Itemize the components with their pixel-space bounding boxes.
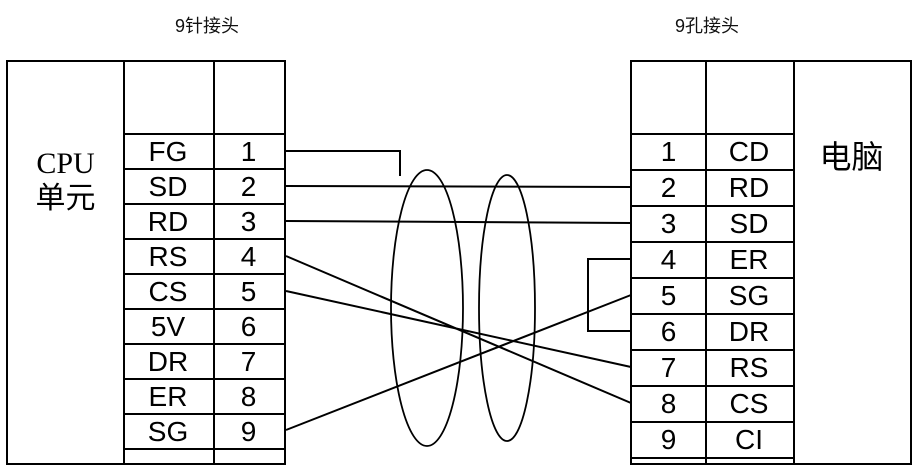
wire-rs-to-cs <box>285 255 632 404</box>
signal-name: CD <box>728 136 770 167</box>
signal-name: DR <box>728 316 770 347</box>
signal-name: SG <box>728 280 770 311</box>
pin-number: 8 <box>660 388 677 419</box>
signal-name: 5V <box>150 310 186 342</box>
signal-name: DR <box>147 345 189 377</box>
pin-number: 7 <box>660 352 677 383</box>
table-row: 9 CI <box>632 421 793 457</box>
table-row: 3 SD <box>632 205 793 241</box>
table-row: RS 4 <box>123 238 284 273</box>
signal-name: SG <box>147 415 189 447</box>
wire-sg-to-sg <box>285 294 632 431</box>
table-row: ER 8 <box>123 378 284 413</box>
pin-number: 9 <box>660 424 677 455</box>
wire-cs-to-rs <box>285 290 632 368</box>
pin-number: 8 <box>240 380 257 412</box>
signal-name: ER <box>729 244 769 275</box>
cpu-unit-block: CPU 单元 FG 1 SD 2 RD 3 RS 4 CS 5 <box>6 60 286 465</box>
signal-name: ER <box>148 380 188 412</box>
jumper-er-dr <box>587 258 631 332</box>
table-row: FG 1 <box>123 133 284 168</box>
cpu-unit-label: CPU 单元 <box>35 147 96 215</box>
signal-name: SD <box>148 170 188 202</box>
table-row: RD 3 <box>123 203 284 238</box>
pin-number: 3 <box>240 205 257 237</box>
pin-number: 4 <box>240 240 257 272</box>
signal-name: CS <box>148 275 188 307</box>
table-row: CS 5 <box>123 273 284 308</box>
signal-name: RS <box>148 240 188 272</box>
cable-shield-ellipse-left <box>390 169 464 447</box>
right-pin-table: 1 CD 2 RD 3 SD 4 ER 5 SG 6 DR <box>632 133 793 459</box>
pin-number: 3 <box>660 208 677 239</box>
signal-name: RD <box>147 205 189 237</box>
signal-name: FG <box>148 135 188 167</box>
table-row: 4 ER <box>632 241 793 277</box>
table-row: 2 RD <box>632 169 793 205</box>
signal-name: CS <box>729 388 769 419</box>
wire-fg-to-shield <box>286 150 401 176</box>
column-divider <box>793 62 795 463</box>
column-divider <box>705 62 707 463</box>
wire-rd-to-sd <box>285 220 632 224</box>
pin-number: 2 <box>660 172 677 203</box>
pin-number: 7 <box>240 345 257 377</box>
table-row: 8 CS <box>632 385 793 421</box>
pin-number: 1 <box>240 135 257 167</box>
table-row: 5V 6 <box>123 308 284 343</box>
table-row: 7 RS <box>632 349 793 385</box>
table-row: 6 DR <box>632 313 793 349</box>
table-row: 1 CD <box>632 133 793 169</box>
signal-name: SD <box>729 208 769 239</box>
right-connector-title: 9孔接头 <box>674 16 739 36</box>
pin-number: 6 <box>240 310 257 342</box>
signal-name: RS <box>729 352 769 383</box>
signal-name: CI <box>735 424 763 455</box>
pin-number: 2 <box>240 170 257 202</box>
table-row: SD 2 <box>123 168 284 203</box>
pin-number: 1 <box>660 136 677 167</box>
left-connector-title: 9针接头 <box>174 16 239 36</box>
left-pin-table: FG 1 SD 2 RD 3 RS 4 CS 5 5V 6 <box>123 133 284 450</box>
pin-number: 4 <box>660 244 677 275</box>
cable-shield-ellipse-right <box>478 174 536 442</box>
computer-block: 电脑 1 CD 2 RD 3 SD 4 ER 5 SG <box>630 60 912 465</box>
table-row: SG 9 <box>123 413 284 448</box>
table-row: DR 7 <box>123 343 284 378</box>
column-divider <box>213 62 215 463</box>
pin-number: 6 <box>660 316 677 347</box>
pin-number: 5 <box>660 280 677 311</box>
column-divider <box>123 62 125 463</box>
computer-label: 电脑 <box>819 139 884 175</box>
wire-sd-to-rd <box>285 185 632 188</box>
signal-name: RD <box>728 172 770 203</box>
pin-number: 9 <box>240 415 257 447</box>
table-row: 5 SG <box>632 277 793 313</box>
pin-number: 5 <box>240 275 257 307</box>
